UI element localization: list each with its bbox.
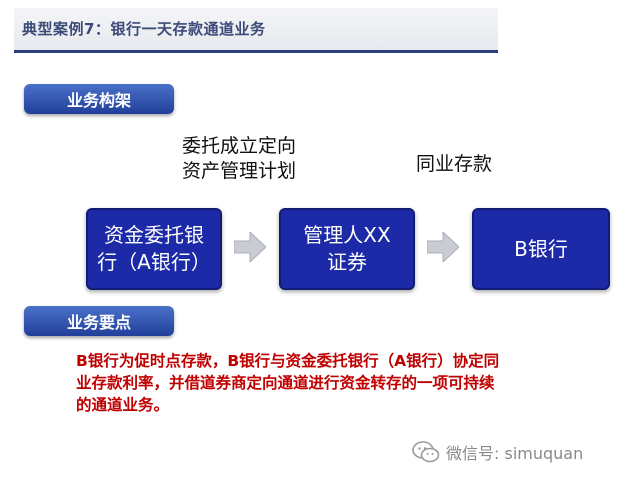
node-label-line: 管理人XX bbox=[303, 223, 391, 247]
node-fund-entrusting-bank: 资金委托银 行（A银行） bbox=[86, 208, 222, 290]
node-label-line: B银行 bbox=[514, 236, 568, 261]
arrow-right-icon bbox=[427, 232, 459, 262]
section-tag-framework: 业务构架 bbox=[24, 84, 174, 114]
node-label-line: 资金委托银 bbox=[104, 223, 204, 247]
arrow-right-icon bbox=[234, 232, 266, 262]
node-bank-b: B银行 bbox=[472, 208, 610, 290]
watermark: 微信号: simuquan bbox=[412, 440, 583, 464]
caption-asset-management-plan: 委托成立定向 资产管理计划 bbox=[182, 134, 296, 184]
title-bar bbox=[14, 8, 498, 53]
description-line: 的通道业务。 bbox=[76, 396, 170, 414]
page-title: 典型案例7：银行一天存款通道业务 bbox=[22, 20, 266, 38]
node-label-line: 证券 bbox=[327, 250, 367, 274]
description-line: B银行为促时点存款，B银行与资金委托银行（A银行）协定同 bbox=[76, 352, 500, 370]
caption-line: 委托成立定向 bbox=[182, 135, 297, 157]
caption-interbank-deposit: 同业存款 bbox=[416, 153, 493, 175]
node-manager-securities: 管理人XX 证券 bbox=[279, 208, 415, 290]
key-points-description: B银行为促时点存款，B银行与资金委托银行（A银行）协定同 业存款利率，并借道券商… bbox=[76, 350, 596, 416]
caption-line: 资产管理计划 bbox=[182, 160, 297, 182]
section-tag-key-points: 业务要点 bbox=[24, 306, 174, 336]
node-label-line: 行（A银行） bbox=[97, 250, 211, 274]
watermark-text: 微信号: simuquan bbox=[446, 444, 584, 463]
wechat-icon bbox=[412, 441, 440, 463]
description-line: 业存款利率，并借道券商定向通道进行资金转存的一项可持续 bbox=[76, 374, 495, 392]
